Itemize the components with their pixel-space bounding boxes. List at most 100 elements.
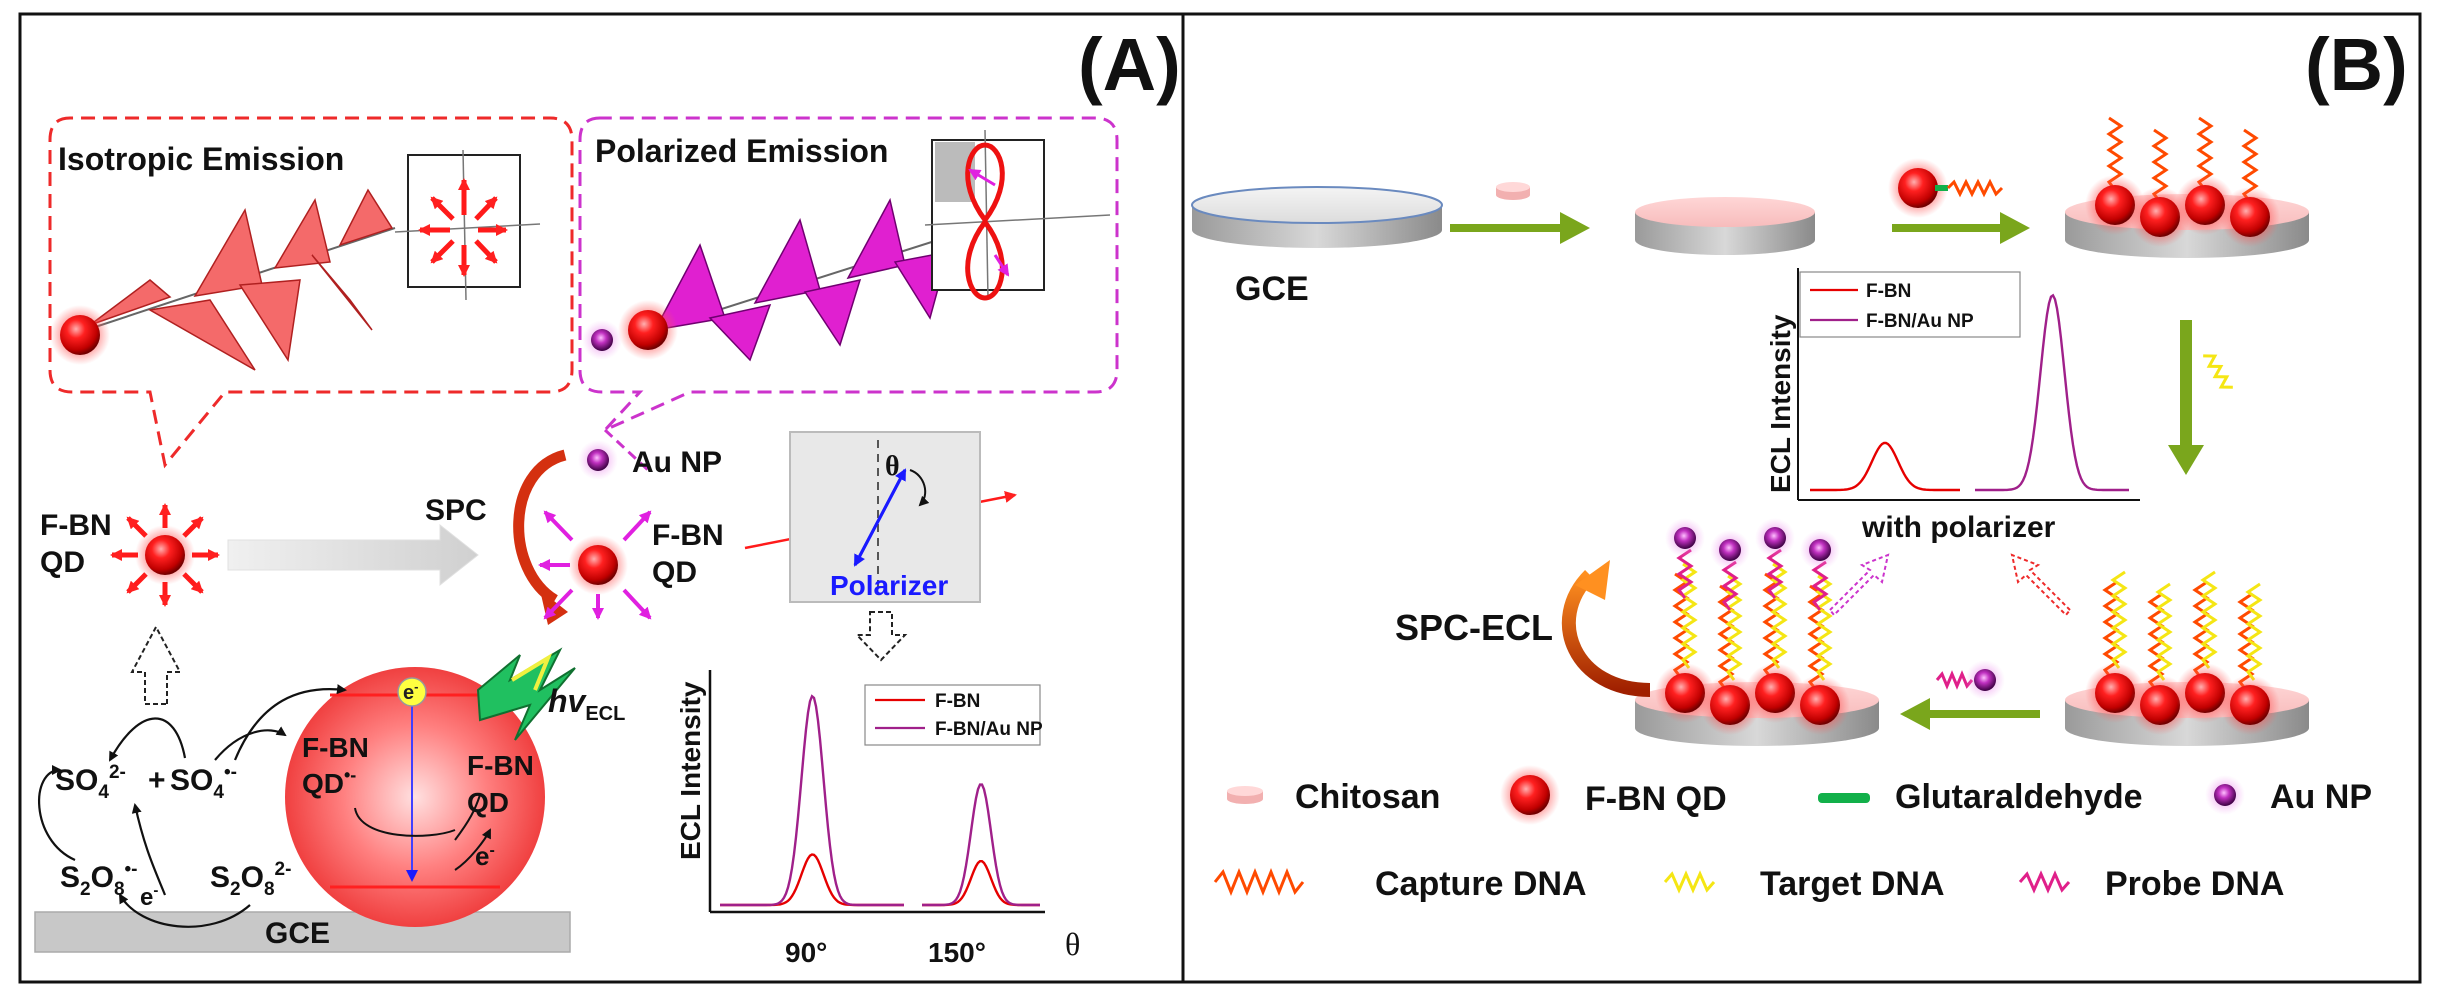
- au-np-particle: [578, 440, 618, 480]
- chart-a-tick-90: 90°: [785, 937, 827, 968]
- isotropic-qd: [50, 305, 110, 365]
- au-np-particle: [1665, 518, 1705, 558]
- fbn-qd-polarized: [538, 510, 652, 620]
- hollow-arrow-magenta: [1828, 553, 1890, 617]
- ecl-inset-chart: ECL Intensity with polarizer F-BN F-BN/A…: [1765, 268, 2140, 544]
- legend-chitosan: Chitosan: [1295, 778, 1440, 816]
- reaction-arrows: [38, 684, 347, 928]
- electron-reduction: e-: [140, 882, 158, 911]
- panel-b: (B) GCE: [1191, 23, 2408, 903]
- dna-strand: [1680, 562, 1698, 669]
- qd-particle: [2220, 675, 2280, 735]
- legend-fbn-qd-icon: [1500, 765, 1560, 825]
- figure-frame: [18, 12, 2422, 984]
- polarized-callout: [578, 116, 1119, 432]
- au-np-particle: [1755, 518, 1795, 558]
- qd-radical-line2: QD•-: [302, 765, 356, 799]
- so4-radical-label: SO4•-: [170, 762, 237, 803]
- step4-arrow: [1900, 660, 2040, 730]
- dna-strand: [1766, 548, 1784, 599]
- chart-a-ylabel: ECL Intensity: [675, 681, 706, 860]
- gce-up-arrow: [130, 624, 182, 705]
- plus-sign: +: [148, 764, 166, 797]
- lightning-icon: [476, 647, 576, 741]
- spc-label: SPC: [425, 494, 487, 527]
- big-fbn-qd: [285, 667, 545, 927]
- qd-radical-line1: F-BN: [302, 732, 369, 763]
- legend-glutaraldehyde: Glutaraldehyde: [1895, 778, 2143, 816]
- panel-a: (A) Isotropic Emission: [34, 23, 1181, 968]
- chart-b-xlabel: with polarizer: [1861, 511, 2056, 544]
- process-arrow: [227, 523, 479, 587]
- polarized-qd: [618, 300, 678, 360]
- step2-arrow: [1888, 158, 2030, 244]
- legend-glutaraldehyde-icon: [1818, 793, 1870, 803]
- polarized-emission-title: Polarized Emission: [595, 133, 888, 169]
- chart-a-series-line: [720, 694, 1040, 907]
- qd-particle: [2220, 187, 2280, 247]
- dna-strand: [1676, 548, 1694, 599]
- fbn-qd-mid-line1: F-BN: [652, 519, 724, 552]
- gce-label-a: GCE: [265, 917, 330, 950]
- isotropic-emission-title: Isotropic Emission: [58, 141, 344, 177]
- polarized-screen: [924, 129, 1111, 301]
- gce-electrode: [34, 911, 571, 953]
- spc-ecl-disc: [1635, 518, 1879, 746]
- legend-target-dna: Target DNA: [1760, 865, 1945, 903]
- electron-in: e-: [475, 841, 495, 871]
- s2o8-label: S2O82-: [210, 859, 291, 900]
- dna-strand: [1815, 574, 1833, 681]
- panel-b-label: (B): [2305, 23, 2408, 106]
- spc-ecl-curved-arrow: [1561, 570, 1651, 697]
- polarizer-down-arrow: [854, 611, 908, 662]
- isotropic-callout: [48, 116, 574, 469]
- electron-dot: [397, 677, 427, 707]
- legend-target-dna-icon: [1663, 870, 1716, 894]
- ecl-polarization-chart: ECL Intensity 90° 150° θ F-BN F-BN/Au NP: [675, 670, 1080, 968]
- legend-au-np-icon: [2205, 775, 2245, 815]
- chart-a-series-line: [720, 853, 1040, 907]
- legend-probe-dna: Probe DNA: [2105, 865, 2284, 903]
- au-np-particle: [1710, 530, 1750, 570]
- fbn-qd-isotropic: [110, 503, 220, 607]
- qd-particle: [1790, 675, 1850, 735]
- s2o8-radical-label: S2O8•-: [60, 859, 138, 900]
- polarized-au-np: [582, 320, 622, 360]
- spc-curved-arrow: [513, 449, 567, 605]
- dna-strand: [1811, 560, 1829, 611]
- chitosan-disc: [1635, 197, 1815, 255]
- panel-a-label: (A): [1078, 23, 1181, 106]
- dna-strand: [2200, 570, 2218, 669]
- chart-a-legend-fbnau: F-BN/Au NP: [935, 719, 1043, 740]
- capture-dna-disc: [2065, 116, 2309, 258]
- fbn-qd-mid-line2: QD: [652, 556, 697, 589]
- chart-a-xlabel: θ: [1065, 926, 1080, 962]
- chart-b-legend-fbnau: F-BN/Au NP: [1866, 311, 1974, 332]
- dna-strand: [1725, 574, 1743, 681]
- dna-strand: [2245, 582, 2263, 681]
- chart-a-tick-150: 150°: [928, 937, 986, 968]
- dna-strand: [2110, 570, 2128, 669]
- hollow-arrow-red: [2010, 553, 2072, 617]
- polarizer-label: Polarizer: [830, 570, 948, 601]
- legend-capture-dna-icon: [1213, 867, 1305, 897]
- legend-fbn-qd: F-BN QD: [1585, 780, 1727, 818]
- au-np-label: Au NP: [632, 446, 722, 479]
- step3-arrow: [2168, 320, 2233, 475]
- chart-b-legend: [1799, 271, 2021, 338]
- electron-label: e-: [403, 679, 418, 704]
- dna-strand: [1721, 560, 1739, 611]
- fbn-qd-left-line2: QD: [40, 546, 85, 579]
- chart-b-ylabel: ECL Intensity: [1765, 314, 1796, 493]
- polarizer-box: θ Polarizer: [789, 431, 981, 603]
- au-np-particle: [1800, 530, 1840, 570]
- isotropic-screen: [394, 149, 541, 301]
- dna-strand: [2155, 582, 2173, 681]
- chart-b-series-line: [1810, 441, 1960, 492]
- qd-neutral-line2: QD: [467, 787, 509, 818]
- chart-b-legend-fbn: F-BN: [1866, 281, 1911, 302]
- chart-a-legend: [864, 684, 1041, 746]
- gce-label-b: GCE: [1235, 270, 1309, 308]
- so4-2-label: SO42-: [55, 762, 126, 803]
